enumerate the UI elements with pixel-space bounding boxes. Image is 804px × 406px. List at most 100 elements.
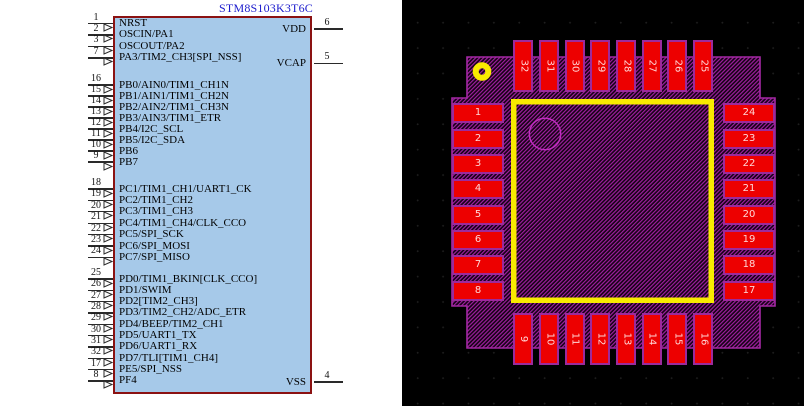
pad-12[interactable]: 12 <box>590 313 611 365</box>
pad-17-number: 17 <box>742 284 756 296</box>
pin-28-number: 28 <box>91 300 101 312</box>
pin-18-number: 18 <box>91 177 101 188</box>
pad-6[interactable]: 6 <box>452 230 504 251</box>
pin-22-number: 22 <box>91 222 101 234</box>
pad-13[interactable]: 13 <box>615 313 636 365</box>
pin-16-wire[interactable] <box>88 84 113 86</box>
pin-17-number: 17 <box>91 357 101 369</box>
pad-24-number: 24 <box>742 107 756 119</box>
pin-20-label: PC3/TIM1_CH3 <box>119 205 193 218</box>
pad-19[interactable]: 19 <box>723 230 775 251</box>
pin-11-arrow-icon <box>103 136 114 149</box>
symbol-body[interactable] <box>113 16 312 394</box>
pin-18-wire[interactable] <box>88 188 113 190</box>
pin-16-label: PB0/AIN0/TIM1_CH1N <box>119 78 230 91</box>
pad-30[interactable]: 30 <box>564 40 585 92</box>
pad-10[interactable]: 10 <box>538 313 559 365</box>
pad-27-number: 27 <box>646 59 658 73</box>
pad-25[interactable]: 25 <box>692 40 713 92</box>
pin-6-number: 6 <box>324 16 330 28</box>
pad-7[interactable]: 7 <box>452 255 504 276</box>
pin-31-wire[interactable] <box>88 346 113 348</box>
pin-22-label: PC5/SPI_SCK <box>119 228 184 241</box>
pin-17-wire[interactable] <box>88 368 113 371</box>
pin-11-number: 11 <box>91 128 101 139</box>
pad-29[interactable]: 29 <box>590 40 611 92</box>
pin-24-number: 24 <box>91 245 101 257</box>
pad-5[interactable]: 5 <box>452 204 504 225</box>
pad-11-number: 11 <box>569 332 581 346</box>
pin-21-wire[interactable] <box>88 222 113 224</box>
pin-19-arrow-icon <box>103 196 114 209</box>
pin-28-wire[interactable] <box>88 312 113 314</box>
pin-18-label: PC1/TIM1_CH1/UART1_CK <box>119 182 252 195</box>
pin-10-wire[interactable] <box>88 150 113 152</box>
pin-1-wire[interactable] <box>88 22 113 25</box>
pad-2[interactable]: 2 <box>452 128 504 149</box>
pad-28[interactable]: 28 <box>615 40 636 92</box>
pad-21[interactable]: 21 <box>723 179 775 200</box>
pin-24-wire[interactable] <box>88 256 113 259</box>
pin-3-label: OSCOUT/PA2 <box>119 39 185 52</box>
pad-21-number: 21 <box>742 183 756 195</box>
pad-3[interactable]: 3 <box>452 154 504 175</box>
pad-19-number: 19 <box>742 234 756 246</box>
pin-13-number: 13 <box>91 106 101 117</box>
pin-23-arrow-icon <box>103 242 114 255</box>
pin-11-wire[interactable] <box>88 139 113 141</box>
pad-32[interactable]: 32 <box>513 40 534 92</box>
pin-32-wire[interactable] <box>88 357 113 359</box>
silkscreen-outline <box>511 99 714 303</box>
pin-23-wire[interactable] <box>88 245 113 247</box>
pin-12-wire[interactable] <box>88 128 113 130</box>
pad-2-number: 2 <box>474 132 482 144</box>
pad-31[interactable]: 31 <box>538 40 559 92</box>
pad-22[interactable]: 22 <box>723 154 775 175</box>
pin-29-arrow-icon <box>103 320 114 333</box>
pad-1[interactable]: 1 <box>452 103 504 124</box>
pad-14[interactable]: 14 <box>641 313 662 365</box>
pin-27-wire[interactable] <box>88 300 113 303</box>
pin-20-wire[interactable] <box>88 211 113 213</box>
pin-19-wire[interactable] <box>88 199 113 202</box>
pin-13-wire[interactable] <box>88 117 113 119</box>
pad-15[interactable]: 15 <box>667 313 688 365</box>
pin-6-wire[interactable] <box>313 28 343 30</box>
pad-20[interactable]: 20 <box>723 204 775 225</box>
pin-22-wire[interactable] <box>88 233 113 236</box>
pin-25-number: 25 <box>91 267 101 278</box>
pin-7-number: 7 <box>93 45 99 57</box>
pad-24[interactable]: 24 <box>723 103 775 124</box>
pin-8-number: 8 <box>93 368 99 380</box>
pin-9-wire[interactable] <box>88 161 113 163</box>
pin-14-wire[interactable] <box>88 106 113 108</box>
pin-21-arrow-icon <box>103 219 114 232</box>
pin-14-number: 14 <box>91 95 101 106</box>
pin-5-wire[interactable] <box>313 62 343 65</box>
pin-15-arrow-icon <box>103 92 114 105</box>
pin-4-wire[interactable] <box>313 381 343 383</box>
pad-8[interactable]: 8 <box>452 280 504 301</box>
pin-29-wire[interactable] <box>88 323 113 325</box>
pad-23[interactable]: 23 <box>723 128 775 149</box>
pin-25-wire[interactable] <box>88 278 113 280</box>
pad-17[interactable]: 17 <box>723 280 775 301</box>
pin-8-wire[interactable] <box>88 380 113 382</box>
pad-18[interactable]: 18 <box>723 255 775 276</box>
pin-7-wire[interactable] <box>88 57 113 59</box>
pin-32-number: 32 <box>91 346 101 358</box>
pad-11[interactable]: 11 <box>564 313 585 365</box>
pin-3-wire[interactable] <box>88 45 113 48</box>
pin-30-wire[interactable] <box>88 334 113 337</box>
pad-16[interactable]: 16 <box>692 313 713 365</box>
pin-15-wire[interactable] <box>88 95 113 97</box>
pad-4[interactable]: 4 <box>452 179 504 200</box>
pad-27[interactable]: 27 <box>641 40 662 92</box>
pin-26-wire[interactable] <box>88 289 113 292</box>
pad-9[interactable]: 9 <box>513 313 534 365</box>
pad-26[interactable]: 26 <box>667 40 688 92</box>
pin-3-number: 3 <box>93 34 99 46</box>
pad-3-number: 3 <box>474 158 482 170</box>
pin-2-wire[interactable] <box>88 34 113 36</box>
pin-18-arrow-icon <box>103 185 114 198</box>
